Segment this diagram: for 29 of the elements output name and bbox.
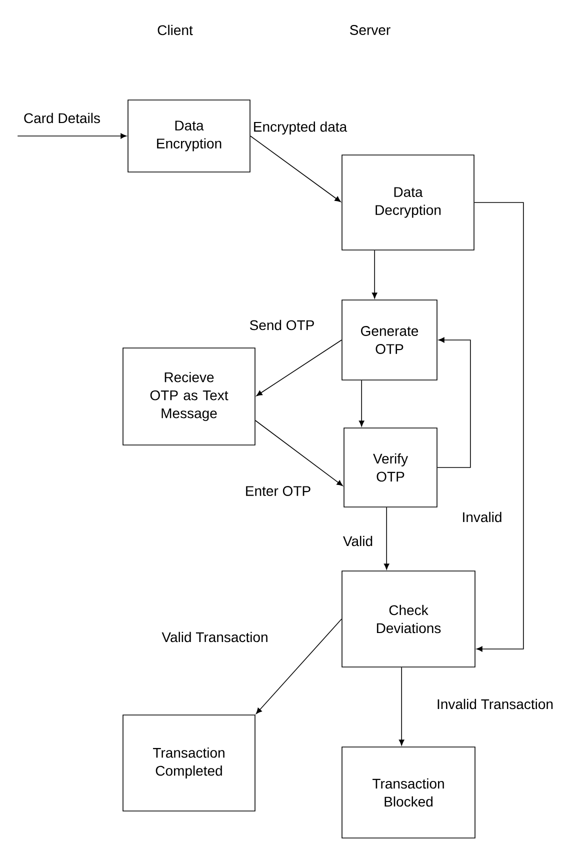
edge-label: Enter OTP (244, 485, 312, 497)
arrow (384, 507, 390, 570)
edge-label: Send OTP (248, 318, 316, 332)
arrow (250, 136, 341, 202)
column-heading: Server (350, 25, 390, 35)
process-box: Recieve OTP as Text Message (122, 348, 256, 446)
edge-label: Encrypted data (252, 120, 348, 136)
edge-label: Valid Transaction (160, 630, 270, 644)
arrow (255, 420, 343, 486)
process-box: Generate OTP (342, 300, 438, 380)
arrow (398, 667, 404, 746)
process-box: Check Deviations (342, 570, 476, 668)
arrow (474, 202, 524, 652)
edge-label: Invalid Transaction (436, 698, 554, 710)
edge-label: Valid (342, 534, 374, 548)
edge-label: Invalid (460, 510, 504, 524)
process-box: Verify OTP (344, 428, 438, 508)
arrow (256, 340, 342, 396)
process-box: Transaction Completed (122, 714, 256, 812)
arrow (17, 133, 127, 139)
process-box: Transaction Blocked (342, 746, 476, 838)
arrow (372, 250, 378, 299)
arrow (437, 337, 471, 468)
edge-label: Card Details (22, 112, 102, 124)
arrow (256, 618, 342, 714)
column-heading: Client (158, 24, 193, 36)
arrow (358, 380, 364, 427)
process-box: Data Decryption (342, 154, 474, 250)
process-box: Data Encryption (128, 100, 250, 172)
